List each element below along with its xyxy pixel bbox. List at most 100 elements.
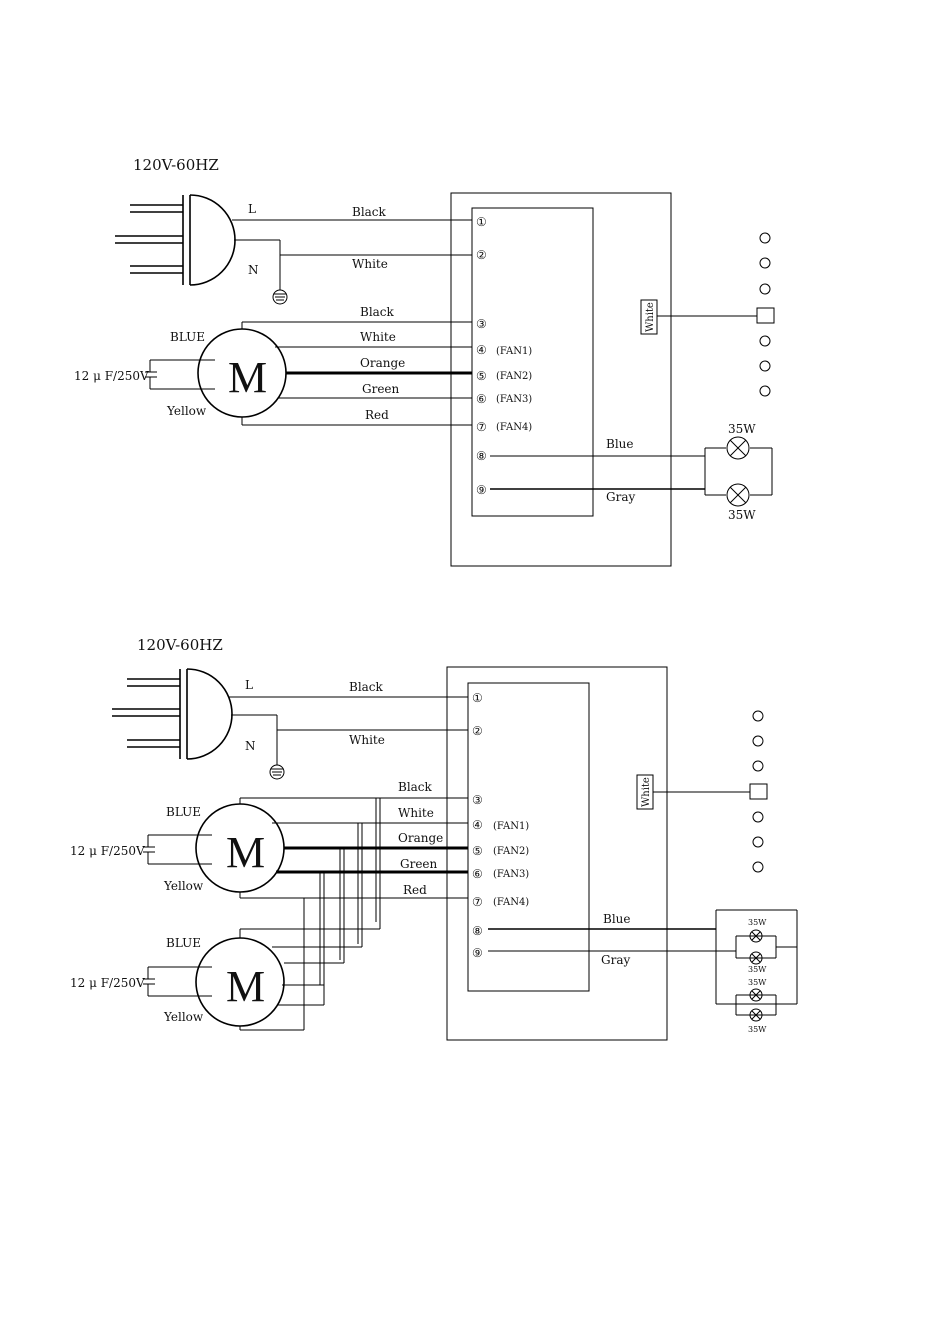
indicator-icon <box>759 385 771 397</box>
capacitor-icon <box>143 966 212 997</box>
svg-text:Blue: Blue <box>606 437 634 451</box>
diagram-dual-motor: 120V-60HZ L N Black White <box>70 636 798 1041</box>
svg-text:BLUE: BLUE <box>166 936 201 950</box>
svg-text:(FAN4): (FAN4) <box>493 897 529 908</box>
lamp-icon <box>749 1008 763 1022</box>
switch-button <box>756 307 775 324</box>
ground-icon <box>272 289 288 305</box>
lamp-icon <box>749 988 763 1002</box>
svg-text:Blue: Blue <box>603 912 631 926</box>
svg-text:Yellow: Yellow <box>163 1010 204 1024</box>
capacitor-icon <box>143 834 212 865</box>
indicator-icon <box>752 735 764 747</box>
svg-text:(FAN4): (FAN4) <box>496 422 532 433</box>
svg-text:Red: Red <box>403 883 427 897</box>
svg-text:N: N <box>245 739 256 753</box>
diagram-single-motor: 120V-60HZ L N Black White <box>74 156 775 567</box>
indicator-icon <box>759 257 771 269</box>
svg-text:White: White <box>398 806 434 820</box>
svg-text:M: M <box>226 962 265 1011</box>
svg-text:(FAN1): (FAN1) <box>493 821 529 832</box>
svg-text:L: L <box>245 678 253 692</box>
lamp-icon <box>726 436 750 460</box>
terminal-board <box>471 207 594 517</box>
svg-text:Gray: Gray <box>601 953 630 967</box>
svg-text:Orange: Orange <box>398 831 443 845</box>
svg-text:③: ③ <box>472 793 483 807</box>
svg-text:35W: 35W <box>728 508 756 522</box>
svg-text:35W: 35W <box>748 978 767 987</box>
lamp-icon <box>749 929 763 943</box>
indicator-icon <box>752 861 764 873</box>
svg-text:⑥: ⑥ <box>472 867 483 881</box>
svg-text:(FAN2): (FAN2) <box>496 371 532 382</box>
svg-text:②: ② <box>472 724 483 738</box>
svg-text:⑨: ⑨ <box>476 483 487 497</box>
indicator-icon <box>752 760 764 772</box>
svg-text:⑥: ⑥ <box>476 392 487 406</box>
svg-text:35W: 35W <box>748 918 767 927</box>
indicator-icon <box>759 283 771 295</box>
svg-text:White: White <box>641 777 652 807</box>
indicator-icon <box>752 710 764 722</box>
motor-symbol: M <box>228 353 267 402</box>
svg-text:Green: Green <box>362 382 400 396</box>
svg-text:①: ① <box>472 691 483 705</box>
svg-text:35W: 35W <box>728 422 756 436</box>
svg-text:Orange: Orange <box>360 356 405 370</box>
svg-text:(FAN2): (FAN2) <box>493 846 529 857</box>
plug-icon <box>115 194 236 286</box>
plug-n-label: N <box>248 263 259 277</box>
svg-text:⑦: ⑦ <box>472 895 483 909</box>
svg-text:⑤: ⑤ <box>472 844 483 858</box>
lamp-icon <box>749 951 763 965</box>
svg-text:White: White <box>645 302 656 332</box>
indicator-icon <box>752 811 764 823</box>
svg-text:35W: 35W <box>748 965 767 974</box>
svg-text:④: ④ <box>472 818 483 832</box>
svg-text:②: ② <box>476 248 487 262</box>
svg-text:12 μ F/250V: 12 μ F/250V <box>70 976 145 990</box>
wire-black-label: Black <box>352 205 387 219</box>
svg-text:Black: Black <box>360 305 395 319</box>
supply-title: 120V-60HZ <box>133 156 219 174</box>
svg-text:(FAN3): (FAN3) <box>493 869 529 880</box>
svg-text:Red: Red <box>365 408 389 422</box>
control-housing <box>446 666 668 1041</box>
svg-text:⑤: ⑤ <box>476 369 487 383</box>
svg-text:(FAN3): (FAN3) <box>496 394 532 405</box>
motor-yellow-label: Yellow <box>166 404 207 418</box>
indicator-icon <box>752 836 764 848</box>
svg-text:M: M <box>226 828 265 877</box>
capacitor-label: 12 μ F/250V <box>74 369 149 383</box>
svg-text:White: White <box>360 330 396 344</box>
control-housing <box>450 192 672 567</box>
terminal-board <box>467 682 590 992</box>
svg-text:④: ④ <box>476 343 487 357</box>
svg-text:⑨: ⑨ <box>472 946 483 960</box>
motor-blue-label: BLUE <box>170 330 205 344</box>
svg-text:35W: 35W <box>748 1025 767 1034</box>
svg-text:⑧: ⑧ <box>476 449 487 463</box>
svg-text:⑧: ⑧ <box>472 924 483 938</box>
svg-text:Yellow: Yellow <box>163 879 204 893</box>
indicator-icon <box>759 360 771 372</box>
svg-text:③: ③ <box>476 317 487 331</box>
svg-text:Black: Black <box>349 680 384 694</box>
svg-text:White: White <box>349 733 385 747</box>
plug-icon <box>112 668 233 760</box>
plug-l-label: L <box>248 202 256 216</box>
wire-white-label: White <box>352 257 388 271</box>
ground-icon <box>269 764 285 780</box>
svg-text:12 μ F/250V: 12 μ F/250V <box>70 844 145 858</box>
switch-button <box>749 783 768 800</box>
svg-text:(FAN1): (FAN1) <box>496 346 532 357</box>
svg-text:①: ① <box>476 215 487 229</box>
svg-text:BLUE: BLUE <box>166 805 201 819</box>
svg-text:⑦: ⑦ <box>476 420 487 434</box>
indicator-icon <box>759 232 771 244</box>
lamp-icon <box>726 483 750 507</box>
svg-text:Green: Green <box>400 857 438 871</box>
